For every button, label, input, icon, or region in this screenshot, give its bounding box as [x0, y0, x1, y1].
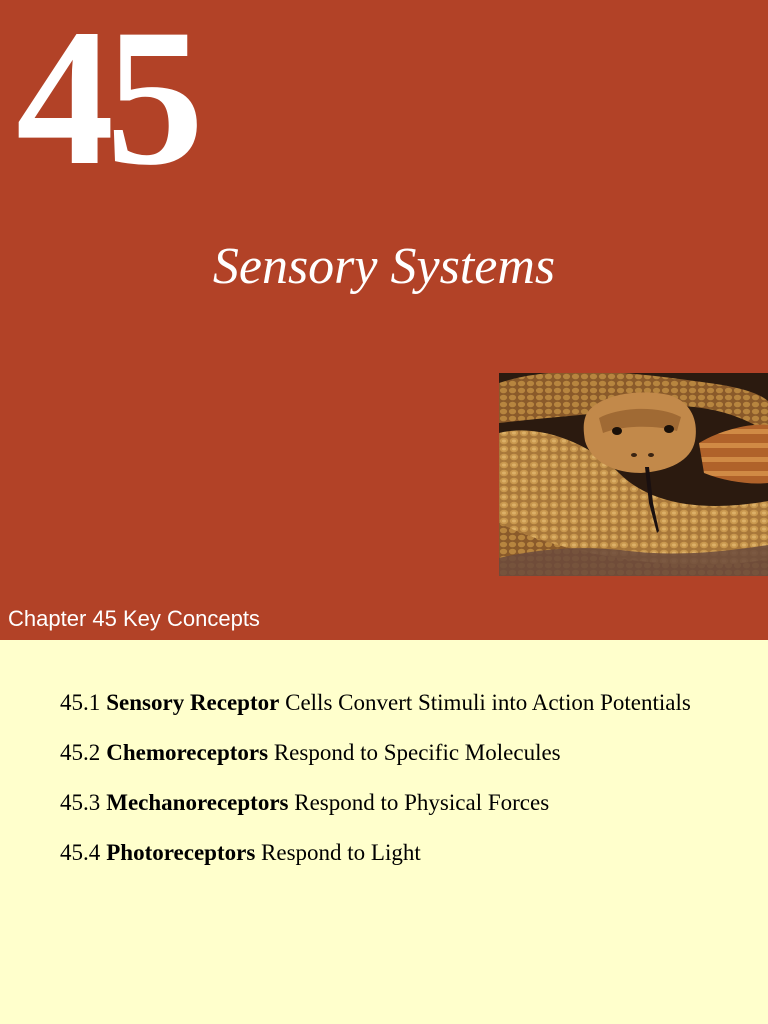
concept-term: Chemoreceptors: [106, 740, 269, 765]
concept-term: Mechanoreceptors: [106, 790, 289, 815]
concept-description: Respond to Physical Forces: [294, 790, 550, 815]
concept-number: 45.1: [60, 690, 101, 715]
concept-number: 45.4: [60, 840, 101, 865]
concept-number: 45.2: [60, 740, 101, 765]
concept-number: 45.3: [60, 790, 101, 815]
chapter-number: 45: [16, 0, 204, 206]
key-concepts-label: Chapter 45 Key Concepts: [8, 606, 260, 631]
concept-term: Sensory Receptor: [106, 690, 280, 715]
rattlesnake-photo: [499, 373, 768, 576]
rattlesnake-illustration: [499, 373, 768, 576]
concept-description: Respond to Light: [261, 840, 421, 865]
concept-description: Respond to Specific Molecules: [273, 740, 561, 765]
chapter-title: Sensory Systems: [212, 238, 556, 295]
concept-term: Photoreceptors: [106, 840, 256, 865]
header-band: 45 Sensory Systems: [0, 0, 768, 640]
concept-description: Cells Convert Stimuli into Action Potent…: [285, 690, 691, 715]
